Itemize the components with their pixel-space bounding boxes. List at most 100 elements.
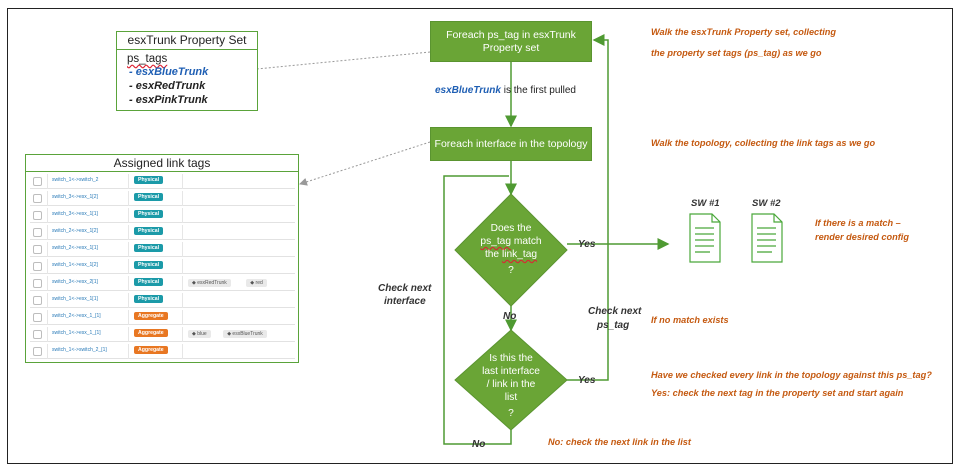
decision-last-line2: last interface (482, 366, 540, 377)
property-set-box: esxTrunk Property Set ps_tags - esxBlueT… (116, 31, 258, 111)
column-divider (182, 293, 183, 308)
decision-last-line3: / link in the (486, 379, 536, 390)
tag-chip[interactable]: ◆ esxRedTrunk (188, 278, 231, 287)
tag-chip[interactable]: ◆ esxBlueTrunk (223, 329, 267, 338)
column-divider (47, 191, 48, 206)
tag-chip[interactable]: ◆ red (246, 278, 267, 287)
link-name[interactable]: switch_1<->esx_1[2] (52, 262, 98, 268)
decision-match-match: match (511, 236, 542, 247)
decision-match-diamond (454, 193, 568, 307)
column-divider (128, 259, 129, 274)
column-divider (182, 327, 183, 342)
column-divider (128, 310, 129, 325)
column-divider (47, 242, 48, 257)
foreach-ps-tag-box: Foreach ps_tag in esxTrunk Property set (430, 21, 592, 62)
table-row[interactable]: switch_1<->switch_2_[1] Aggregate (30, 344, 295, 359)
note-checked-1: Have we checked every link in the topolo… (651, 370, 932, 380)
tag-icon: ◆ (250, 279, 256, 286)
tag-icon: ◆ (192, 279, 198, 286)
link-type-badge: Aggregate (134, 346, 168, 354)
column-divider (128, 242, 129, 257)
column-divider (128, 293, 129, 308)
link-name[interactable]: switch_1<->switch_2_[1] (52, 347, 107, 353)
row-checkbox[interactable] (33, 262, 42, 271)
table-row[interactable]: switch_3<->esx_1[1] Physical (30, 208, 295, 223)
decision-last-line4: list (504, 392, 518, 403)
no-label-1: No (503, 311, 517, 322)
table-row[interactable]: switch_2<->esx_1[2] Physical (30, 225, 295, 240)
link-type-badge: Physical (134, 295, 164, 303)
table-row[interactable]: switch_1<->esx_1[1] Physical (30, 293, 295, 308)
column-divider (128, 208, 129, 223)
link-type-badge: Physical (134, 244, 164, 252)
decision-match-ps-tag: ps_tag (480, 236, 511, 247)
sw2-label: SW #2 (752, 198, 781, 209)
link-name[interactable]: switch_2<->esx_1_[1] (52, 313, 101, 319)
decision-match-line1: Does the (490, 223, 532, 234)
link-type-badge: Physical (134, 278, 164, 286)
tag-chip[interactable]: ◆ blue (188, 329, 211, 338)
link-type-badge: Physical (134, 176, 164, 184)
first-pulled-text: esxBlueTrunk is the first pulled (435, 85, 576, 96)
tag-icon: ◆ (192, 330, 198, 337)
arrow-check-next-interface (443, 175, 512, 445)
row-checkbox[interactable] (33, 296, 42, 305)
link-type-badge: Physical (134, 210, 164, 218)
link-name[interactable]: switch_1<->esx_1_[1] (52, 330, 101, 336)
note-no-match: If no match exists (651, 315, 729, 325)
link-name[interactable]: switch_1<->esx_1[1] (52, 296, 98, 302)
yes-label-1: Yes (578, 239, 596, 250)
row-checkbox[interactable] (33, 211, 42, 220)
column-divider (47, 344, 48, 359)
link-type-badge: Physical (134, 193, 164, 201)
arrow-check-next-ps (567, 34, 609, 381)
row-checkbox[interactable] (33, 228, 42, 237)
column-divider (182, 276, 183, 291)
column-divider (182, 344, 183, 359)
no-label-2: No (472, 439, 486, 450)
link-name[interactable]: switch_2<->esx_1[1] (52, 245, 98, 251)
column-divider (47, 327, 48, 342)
link-name[interactable]: switch_1<->switch_2 (52, 177, 99, 183)
property-item-blue: - esxBlueTrunk (129, 66, 209, 78)
decision-last-diamond (454, 329, 568, 431)
note-walk-ps-2: the property set tags (ps_tag) as we go (651, 48, 822, 58)
link-type-badge: Physical (134, 227, 164, 235)
table-row[interactable]: switch_2<->esx_1_[1] Aggregate (30, 310, 295, 325)
first-pulled-rest: is the first pulled (503, 85, 576, 96)
row-checkbox[interactable] (33, 347, 42, 356)
decision-last-q: ? (508, 408, 514, 419)
table-row[interactable]: switch_1<->switch_2 Physical (30, 174, 295, 189)
column-divider (47, 310, 48, 325)
check-next-ps-label-2: ps_tag (597, 320, 630, 331)
pointer-to-tags (299, 141, 431, 186)
row-checkbox[interactable] (33, 194, 42, 203)
column-divider (47, 293, 48, 308)
table-row[interactable]: switch_3<->esx_2[1] Physical ◆ esxRedTrunk… (30, 276, 295, 291)
column-divider (128, 191, 129, 206)
row-checkbox[interactable] (33, 313, 42, 322)
link-name[interactable]: switch_3<->esx_2[1] (52, 279, 98, 285)
decision-last-line1: Is this the (489, 353, 533, 364)
table-row[interactable]: switch_1<->esx_1_[1]Aggregate◆ blue◆ esx… (30, 327, 295, 342)
row-checkbox[interactable] (33, 279, 42, 288)
table-row[interactable]: switch_3<->esx_1[2] Physical (30, 191, 295, 206)
column-divider (128, 276, 129, 291)
link-name[interactable]: switch_3<->esx_1[1] (52, 211, 98, 217)
row-checkbox[interactable] (33, 330, 42, 339)
row-checkbox[interactable] (33, 245, 42, 254)
foreach-interface-box: Foreach interface in the topology (430, 127, 592, 161)
table-row[interactable]: switch_1<->esx_1[2]Physical (30, 259, 295, 274)
tag-chip-label: esxBlueTrunk (232, 330, 263, 337)
table-row[interactable]: switch_2<->esx_1[1] Physical (30, 242, 295, 257)
row-checkbox[interactable] (33, 177, 42, 186)
link-type-badge: Aggregate (134, 312, 168, 320)
note-walk-ps-1: Walk the esxTrunk Property set, collecti… (651, 27, 837, 37)
column-divider (47, 259, 48, 274)
decision-match-text: Does the ps_tag match the link_tag ? (471, 222, 551, 277)
link-name[interactable]: switch_3<->esx_1[2] (52, 194, 98, 200)
link-name[interactable]: switch_2<->esx_1[2] (52, 228, 98, 234)
decision-match-link-tag: link_tag (501, 249, 538, 260)
